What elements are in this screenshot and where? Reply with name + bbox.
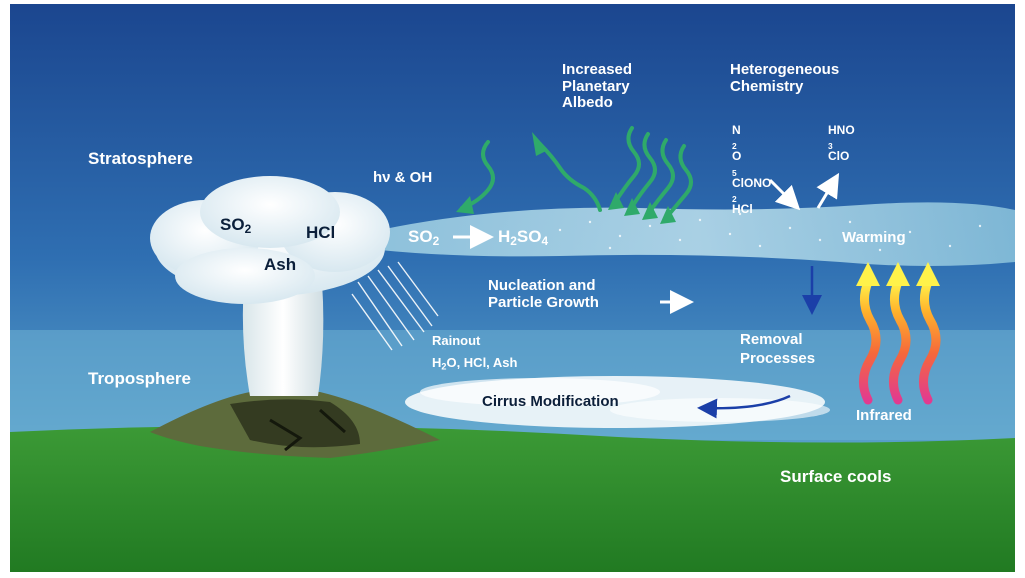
eruption-cloud (150, 176, 390, 304)
warming-label: Warming (842, 229, 906, 246)
plume-hcl-label: HCl (306, 223, 336, 242)
surface-cools-label: Surface cools (780, 467, 892, 486)
hetero-out-arrow (816, 172, 840, 209)
cirrus-label: Cirrus Modification (482, 393, 619, 410)
albedo-label: Increased Planetary Albedo (562, 61, 633, 111)
nucleation-label: Nucleation and Particle Growth (488, 277, 599, 311)
hv-arrow (460, 140, 495, 210)
ground (10, 425, 1015, 572)
plume-ash-label: Ash (264, 255, 297, 274)
cirrus-arrow (697, 394, 791, 419)
aerosol-particles (558, 210, 982, 252)
infrared-arrows (856, 262, 941, 405)
aerosol-layer (380, 202, 1015, 266)
eruption-column (242, 282, 324, 396)
h2so4-label: H2SO4 (498, 227, 549, 248)
hv-oh-label: hν & OH (373, 169, 433, 186)
plume-so2-label: SO2 (220, 215, 252, 236)
albedo-arrow-out (538, 142, 602, 212)
infrared-label: Infrared (856, 407, 912, 424)
removal-label: Removal Processes (740, 331, 816, 367)
hetero-in-arrow (768, 178, 801, 211)
so2-label: SO2 (408, 227, 440, 248)
rainout-species-label: H2O, HCl, Ash (432, 355, 518, 372)
troposphere-label: Troposphere (88, 369, 191, 388)
stratosphere-label: Stratosphere (88, 149, 193, 168)
hetero-chem-label: Heterogeneous Chemistry (730, 61, 840, 95)
rainout-label: Rainout (432, 333, 481, 348)
albedo-arrows (460, 126, 693, 220)
rainout-streaks (351, 261, 439, 351)
